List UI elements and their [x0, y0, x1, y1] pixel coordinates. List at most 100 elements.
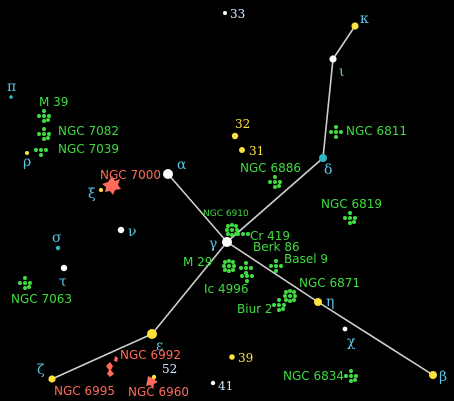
label-gamma: γ: [209, 236, 217, 252]
label-alpha: α: [177, 157, 187, 173]
cluster-dot: [23, 276, 27, 280]
cluster-m29-symbol: [222, 259, 236, 273]
label-ngc6871: NGC 6871: [299, 276, 360, 290]
line-delta-gamma: [226, 157, 324, 243]
cluster-ngc6834-symbol: [344, 369, 358, 383]
cluster-dot: [223, 260, 227, 264]
cluster-dot: [42, 127, 46, 131]
label-33: 33: [230, 7, 245, 21]
cluster-dot: [232, 264, 236, 268]
cluster-ngc7082-symbol: [37, 127, 51, 141]
nebulae: [102, 176, 158, 388]
star-epsilon: [147, 329, 157, 339]
open-clusters: [18, 109, 358, 383]
cluster-dot: [42, 109, 46, 113]
star-alpha: [163, 169, 173, 179]
cluster-dot: [274, 259, 278, 263]
cluster-dot: [292, 298, 296, 302]
cluster-dot: [277, 303, 281, 307]
cluster-dot: [334, 130, 338, 134]
label-ngc6910: NGC 6910: [203, 209, 249, 219]
cluster-dot: [39, 148, 43, 152]
cluster-dot: [47, 114, 51, 118]
cluster-dot: [353, 378, 357, 382]
cluster-dot: [282, 303, 286, 307]
cluster-dot: [334, 135, 338, 139]
star-sigma: [55, 245, 61, 251]
label-chi: χ: [347, 334, 356, 350]
cluster-dot: [334, 125, 338, 129]
cluster-ngc7039-symbol: [34, 148, 48, 157]
cluster-dot: [235, 228, 239, 232]
label-xi: ξ: [88, 186, 96, 202]
star-xi: [99, 188, 103, 192]
cluster-dot: [274, 269, 278, 273]
label-sigma: σ: [52, 230, 62, 246]
cluster-dot: [42, 132, 46, 136]
line-gamma-epsilon: [151, 241, 228, 335]
cluster-dot: [236, 232, 240, 236]
cluster-dot: [352, 220, 356, 224]
label-biur2: Biur 2: [237, 302, 273, 316]
label-basel9: Basel 9: [284, 252, 328, 266]
cluster-dot: [353, 216, 357, 220]
cluster-dot: [279, 264, 283, 268]
label-ngc6819: NGC 6819: [321, 197, 382, 211]
stars: [9, 11, 437, 386]
cluster-dot: [273, 185, 277, 189]
cluster-ic4996-symbol: [240, 274, 254, 283]
cluster-dot: [281, 307, 285, 311]
label-ngc7039: NGC 7039: [58, 142, 119, 156]
cluster-dot: [274, 264, 278, 268]
cluster-dot: [288, 289, 292, 293]
label-tau: τ: [59, 274, 67, 290]
cluster-dot: [348, 216, 352, 220]
cluster-biur2-symbol: [272, 298, 286, 312]
cluster-dot: [42, 114, 46, 118]
cluster-dot: [349, 374, 353, 378]
cluster-dot: [245, 274, 249, 278]
label-ngc6811: NGC 6811: [346, 124, 407, 138]
label-ngc7063: NGC 7063: [11, 292, 72, 306]
label-ic4996: Ic 4996: [204, 282, 249, 296]
cluster-dot: [344, 374, 348, 378]
cluster-dot: [283, 294, 287, 298]
label-ngc6886: NGC 6886: [240, 161, 301, 175]
cluster-dot: [23, 281, 27, 285]
cluster-dot: [42, 119, 46, 123]
cluster-dot: [34, 148, 38, 152]
cluster-dot: [284, 290, 288, 294]
star-delta: [319, 154, 327, 162]
cluster-dot: [349, 369, 353, 373]
label-ngc6995: NGC 6995: [54, 384, 115, 398]
nebula-ngc6960-symbol: [146, 376, 158, 388]
label-zeta: ζ: [37, 362, 45, 378]
label-m29: M 29: [183, 255, 212, 269]
label-epsilon: ε: [156, 338, 163, 354]
line-kappa-iota: [332, 25, 356, 60]
nebula-ngc6995-symbol: [106, 362, 114, 377]
cluster-dot: [226, 232, 230, 236]
label-41: 41: [218, 379, 233, 393]
cluster-dot: [230, 233, 234, 237]
line-gamma-eta: [226, 241, 319, 303]
cluster-dot: [46, 118, 50, 122]
star-pi: [9, 95, 13, 99]
nebula-ngc6992-symbol: [114, 356, 118, 362]
cluster-cr419-symbol: [236, 232, 250, 236]
star-labels-greek: κ ι δ α γ η β ε ζ χ ν τ σ ρ π ξ: [7, 11, 447, 385]
star-gamma: [222, 237, 232, 247]
nebula-labels: NGC 7000 NGC 6992 NGC 6995 NGC 6960: [54, 168, 189, 399]
cluster-dot: [348, 211, 352, 215]
cluster-dot: [273, 175, 277, 179]
cluster-dot: [234, 224, 238, 228]
cluster-ngc6886-symbol: [268, 175, 282, 189]
cluster-dot: [39, 153, 43, 157]
star-41: [210, 380, 216, 386]
cluster-dot: [292, 290, 296, 294]
cluster-basel9-symbol: [269, 259, 283, 273]
label-39: 39: [238, 351, 253, 365]
cluster-dot: [288, 299, 292, 303]
label-beta: β: [439, 369, 447, 385]
